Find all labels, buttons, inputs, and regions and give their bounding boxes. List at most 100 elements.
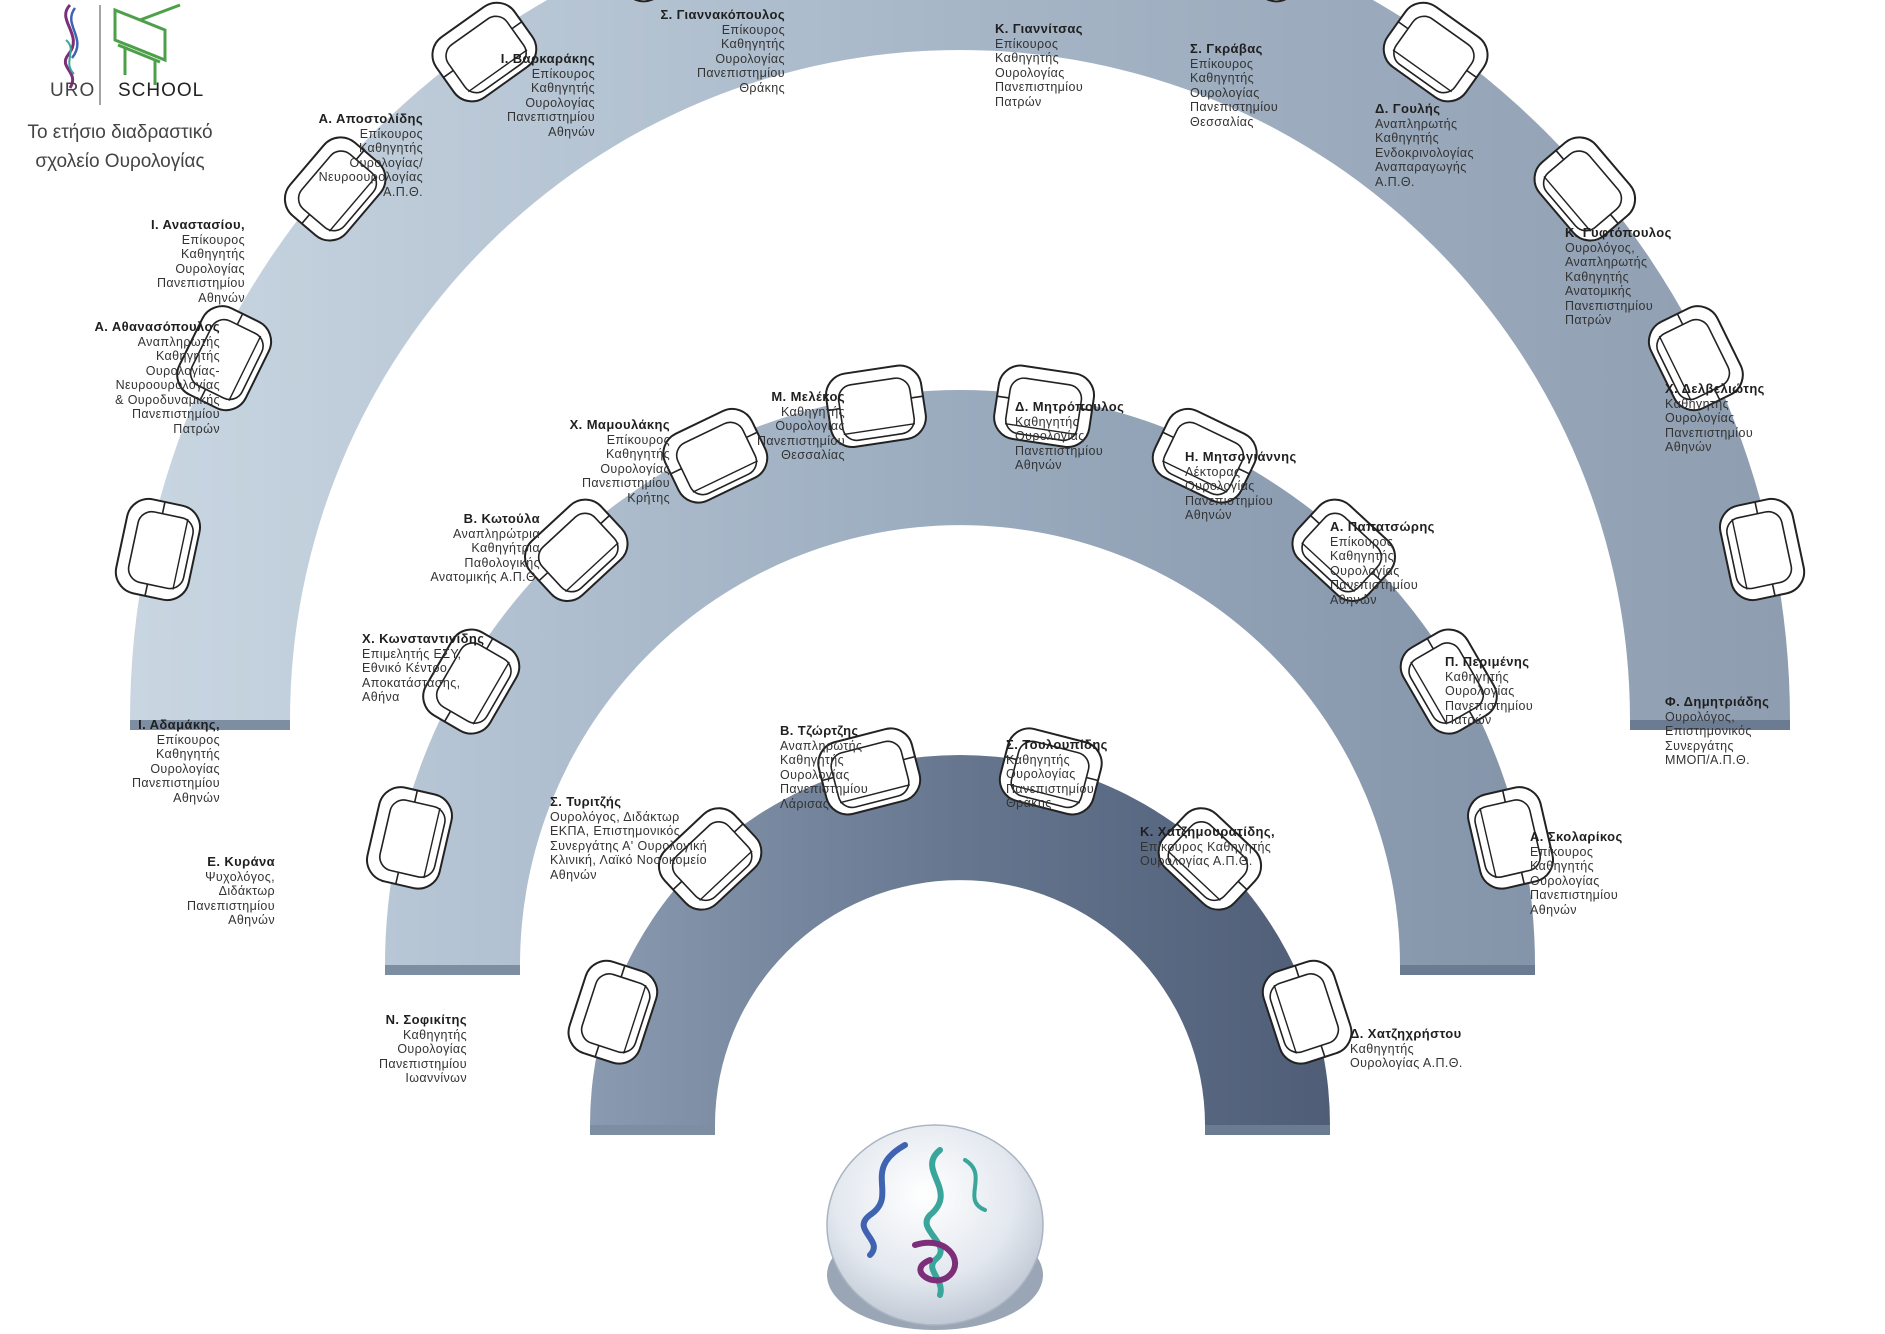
speaker-title-line: & Ουροδυναμικής xyxy=(115,392,220,407)
speaker-title-line: Καθηγητής xyxy=(780,404,845,419)
speaker-title-line: Ουρολόγος, Διδάκτωρ xyxy=(550,809,680,824)
speaker-title-line: Ουρολογίας xyxy=(1006,767,1076,781)
speaker-title-line: Καθηγητής xyxy=(402,1027,467,1042)
speaker-title-line: Επίκουρος xyxy=(156,732,220,747)
speaker-title-line: Αθηνών xyxy=(1330,592,1377,607)
speaker-title-line: Ουρολογίας Α.Π.Θ. xyxy=(1140,854,1253,868)
armchair-icon xyxy=(817,727,922,816)
speaker-title-line: Ψυχολόγος, xyxy=(205,869,275,884)
school-bench-icon xyxy=(113,3,181,85)
speaker-title-line: Επίκουρος xyxy=(359,126,423,141)
armchair-icon xyxy=(657,807,763,911)
speaker-title-line: Πανεπιστημίου xyxy=(1565,298,1654,313)
speaker-name: Κ. Χατζημουρατίδης, xyxy=(1140,824,1276,839)
speaker-name: Σ. Τουλουπίδης xyxy=(1006,737,1108,752)
speaker-title-line: Πανεπιστημίου xyxy=(1665,425,1754,440)
speaker-title-line: Πανεπιστημίου xyxy=(186,898,275,913)
speaker-name: Ν. Σοφικίτης xyxy=(385,1012,467,1027)
speaker-title-line: Ουρολογίας xyxy=(397,1042,467,1056)
speaker-name: Κ. Γυφτόπουλος xyxy=(1565,225,1672,240)
speaker-name: Ι. Βαρκαράκης xyxy=(500,51,595,66)
speaker-title-line: Καθηγητής xyxy=(1530,859,1595,873)
speaker-name: Ι. Αναστασίου, xyxy=(150,217,245,232)
speaker-title-line: Καθηγητής xyxy=(605,447,670,461)
speaker-title-line: Ουρολογίας Α.Π.Θ. xyxy=(1350,1056,1463,1070)
speaker-title-line: Πανεπιστημίου xyxy=(995,80,1084,94)
speaker-title-line: Καθηγητής xyxy=(1565,269,1630,284)
speaker-name: Α. Παπατσώρης xyxy=(1330,519,1435,534)
outer-arc-base-left xyxy=(130,720,290,730)
speaker-title-line: Καθηγητής xyxy=(1350,1041,1415,1056)
speaker-title-line: Ουρολογίας xyxy=(1530,873,1600,888)
armchair-icon xyxy=(1467,786,1554,890)
speaker-title-line: Αναπληρώτρια xyxy=(453,526,540,541)
speaker-title-line: Πανεπιστημίου xyxy=(1330,578,1419,592)
speaker-title-line: Καθηγητής xyxy=(1015,414,1080,429)
speaker-name: Χ. Δελβελιώτης xyxy=(1665,381,1765,396)
armchair-icon xyxy=(524,498,629,602)
speaker-title-line: Επίκουρος xyxy=(721,22,785,37)
speaker-title-line: ΜΜΟΠ/Α.Π.Θ. xyxy=(1665,753,1750,767)
speaker-title-line: Πανεπιστημίου xyxy=(131,407,220,421)
speaker-title-line: Αθηνών xyxy=(173,790,220,805)
speaker-title-line: Επίκουρος xyxy=(995,36,1059,51)
speaker-title-line: Πανεπιστημίου xyxy=(1190,100,1279,114)
speaker-title-line: Πανεπιστημίου xyxy=(696,66,785,80)
speaker-title-line: Καθηγητής xyxy=(780,753,845,767)
tagline: Το ετήσιο διαδραστικό σχολείο Ουρολογίας xyxy=(0,118,240,176)
speaker-title-line: Επίκουρος xyxy=(1530,844,1594,859)
armchair-icon xyxy=(1382,1,1489,103)
armchair-icon xyxy=(1151,407,1258,504)
outer-arc-base-right xyxy=(1630,720,1790,730)
speaker-title-line: Επίκουρος Καθηγητής xyxy=(1140,839,1272,854)
speaker-name: Χ. Μαμουλάκης xyxy=(569,417,670,432)
tagline-line-1: Το ετήσιο διαδραστικό xyxy=(27,122,213,143)
speaker-title-line: Θεσσαλίας xyxy=(781,448,845,462)
speaker-title-line: Καθηγητής xyxy=(530,81,595,95)
speaker-title-line: Ουρολογίας xyxy=(1190,85,1260,100)
speaker-title-line: Συνεργάτης xyxy=(1665,738,1734,753)
speaker-title-line: Α.Π.Θ. xyxy=(383,184,423,199)
speaker-name: Α. Σκολαρίκος xyxy=(1530,829,1623,844)
speaker-title-line: Ουρολόγος, xyxy=(1665,709,1736,724)
speaker-title-line: Καθηγητής xyxy=(1665,396,1730,411)
speaker-title-line: Πανεπιστημίου xyxy=(506,110,595,124)
speaker-title-line: Ανατομικής xyxy=(1565,284,1632,298)
speaker-title-line: Επίκουρος xyxy=(1330,534,1394,549)
speaker-name: Π. Περιμένης xyxy=(1445,654,1530,669)
speaker-title-line: Ουρολογίας xyxy=(1185,479,1255,493)
speaker-title-line: Ουρολογίας xyxy=(525,95,595,110)
armchair-icon xyxy=(422,628,521,735)
center-podium xyxy=(826,1124,1044,1330)
speaker-title-line: Καθηγητής xyxy=(1006,752,1071,767)
speaker-title-line: Νευροουρολογίας xyxy=(115,378,220,392)
speaker-title-line: Πανεπιστημίου xyxy=(378,1056,467,1071)
speaker-title-line: Ουρολογίας xyxy=(995,65,1065,80)
speaker-title-line: Καθηγητής xyxy=(1445,669,1510,684)
speaker-title-line: Αναπληρωτής xyxy=(1565,255,1648,269)
speaker-title-line: Καθηγητής xyxy=(1330,549,1395,563)
speaker-name: Α. Αποστολίδης xyxy=(318,111,423,126)
speaker-name: Β. Κωτούλα xyxy=(463,511,540,526)
speaker-title-line: Ουρολογίας xyxy=(1445,684,1515,698)
armchair-icon xyxy=(567,959,659,1065)
armchair-icon xyxy=(1291,498,1396,602)
uroschool-logo xyxy=(64,3,181,105)
armchair-icon xyxy=(176,305,273,412)
armchair-icon xyxy=(1647,305,1744,412)
